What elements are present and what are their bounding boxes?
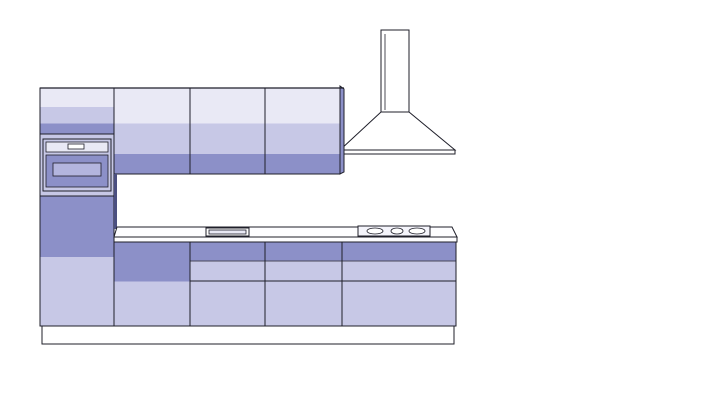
hood-rim [339,149,456,155]
oven-display [67,143,85,150]
base-cabinet-3-bottom-drawer [264,280,343,327]
countertop-edge [113,236,458,243]
base-cabinet-2-top-drawer [189,241,266,282]
wall-oven-icon [42,138,112,192]
wall-cabinet-2 [189,87,266,175]
burner-left [366,227,384,235]
tall-cabinet [39,87,115,327]
wall-cabinets [40,85,345,175]
hood-chimney [380,29,410,113]
burner-right [408,227,426,235]
range-hood-icon [338,29,457,155]
burner-center [390,227,404,235]
base-cabinets [113,241,457,327]
base-cabinet-4-bottom-drawer [341,280,457,327]
tall-cabinet-side-shadow [114,174,117,229]
wall-cabinet-side [339,85,345,175]
sink-icon [205,227,250,237]
sink-basin [208,229,247,235]
tall-cabinet-upper-panel [39,87,115,135]
wall-cabinet-3 [264,87,341,175]
oven-window [52,162,102,177]
base-cabinet-2-bottom-drawer [189,280,266,327]
plinth [41,325,455,345]
tall-cabinet-lower-panel [39,195,115,327]
base-cabinet-3-top-drawer [264,241,343,282]
base-cabinet-1 [113,241,191,327]
base-cabinet-4-top-drawer [341,241,457,282]
wall-cabinet-1 [113,87,191,175]
cooktop-icon [357,225,431,237]
hood-canopy [338,111,457,151]
